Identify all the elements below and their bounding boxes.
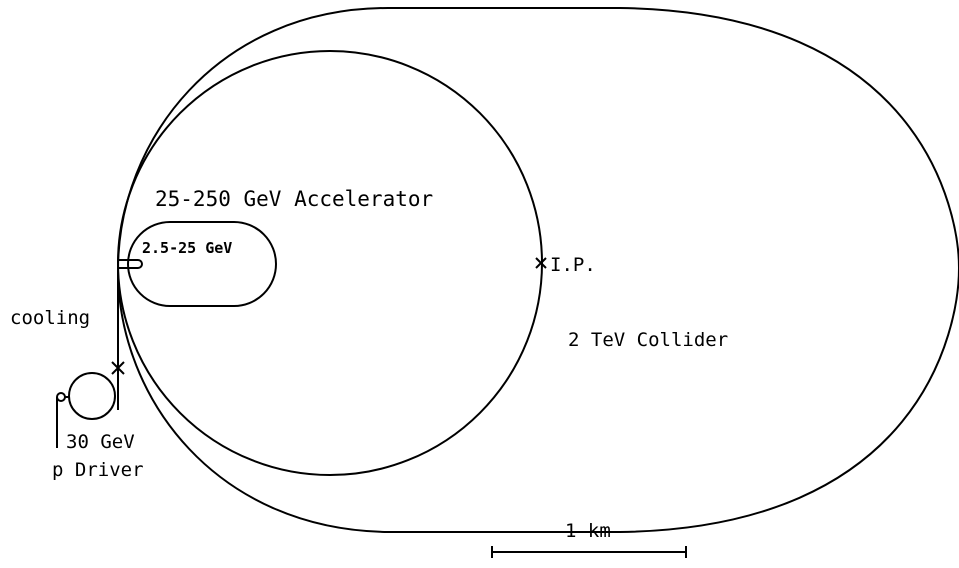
- collider-ring: [116, 7, 959, 533]
- booster-ring: [127, 221, 277, 307]
- accelerator-ring: [117, 50, 543, 476]
- booster-label: 2.5-25 GeV: [142, 239, 232, 257]
- driver-target: [56, 392, 66, 402]
- scale-bar: [491, 546, 687, 558]
- accelerator-label: 25-250 GeV Accelerator: [155, 187, 433, 211]
- target-x-marker: [111, 361, 125, 375]
- ip-x-marker: [535, 257, 547, 269]
- scale-label: 1 km: [565, 520, 611, 542]
- ip-label: I.P.: [550, 254, 596, 276]
- injection-stub: [118, 259, 143, 269]
- cooling-label: cooling: [10, 307, 90, 329]
- p-driver-ring: [68, 372, 116, 420]
- driver-name-label: p Driver: [52, 459, 144, 481]
- driver-energy-label: 30 GeV: [66, 431, 135, 453]
- collider-label: 2 TeV Collider: [568, 329, 728, 351]
